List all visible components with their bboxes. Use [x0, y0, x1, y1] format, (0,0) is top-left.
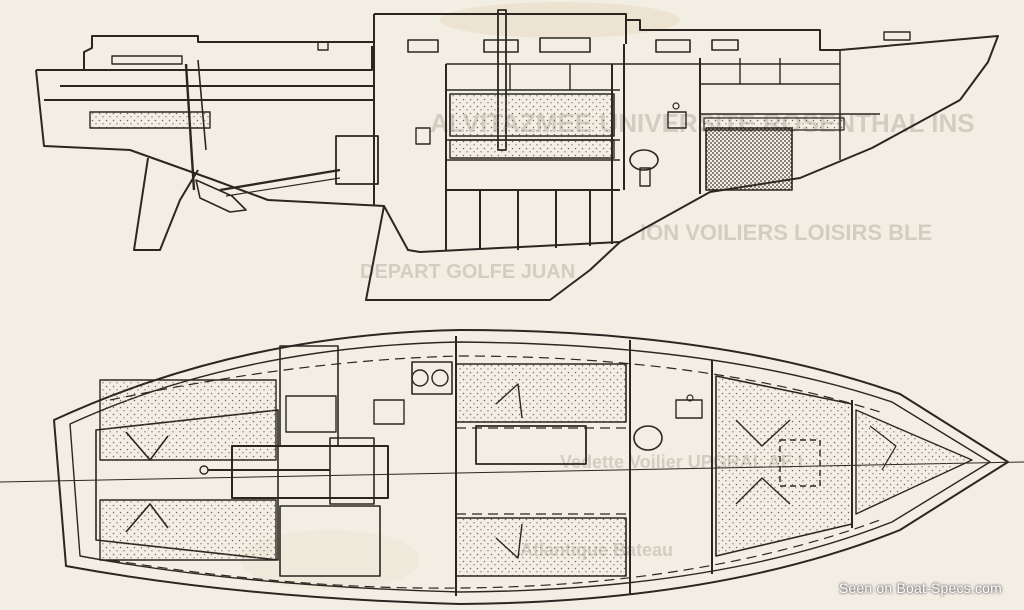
plan-cockpit-cushion-port — [99, 379, 277, 461]
plan-saloon-settee-stbd — [455, 517, 627, 577]
plan-forepeak — [855, 409, 973, 515]
plan-saloon-table — [475, 425, 587, 465]
profile-cabin-outline — [83, 13, 840, 70]
plan-hull-inner — [69, 341, 991, 593]
profile-engine — [335, 135, 379, 185]
bleed-line-3: DEPART GOLFE JUAN — [360, 261, 575, 283]
profile-cushion-main — [449, 93, 615, 137]
profile-keel — [365, 205, 621, 301]
profile-view — [35, 9, 999, 301]
plan-v-berth — [715, 375, 853, 557]
profile-rudder — [133, 157, 199, 251]
plan-view — [0, 329, 1024, 605]
profile-chain-locker — [705, 127, 793, 191]
plan-saloon-settee-port — [455, 363, 627, 423]
bleed-line-2: ION VOILIERS LOISIRS BLE — [640, 220, 932, 245]
profile-hull-outline — [35, 69, 961, 253]
watermark-text: Seen on Boat-Specs.com — [838, 580, 1002, 596]
profile-deck-line — [36, 35, 999, 101]
plan-cockpit-cushion-stbd — [99, 499, 277, 561]
paper-stains — [240, 2, 680, 590]
